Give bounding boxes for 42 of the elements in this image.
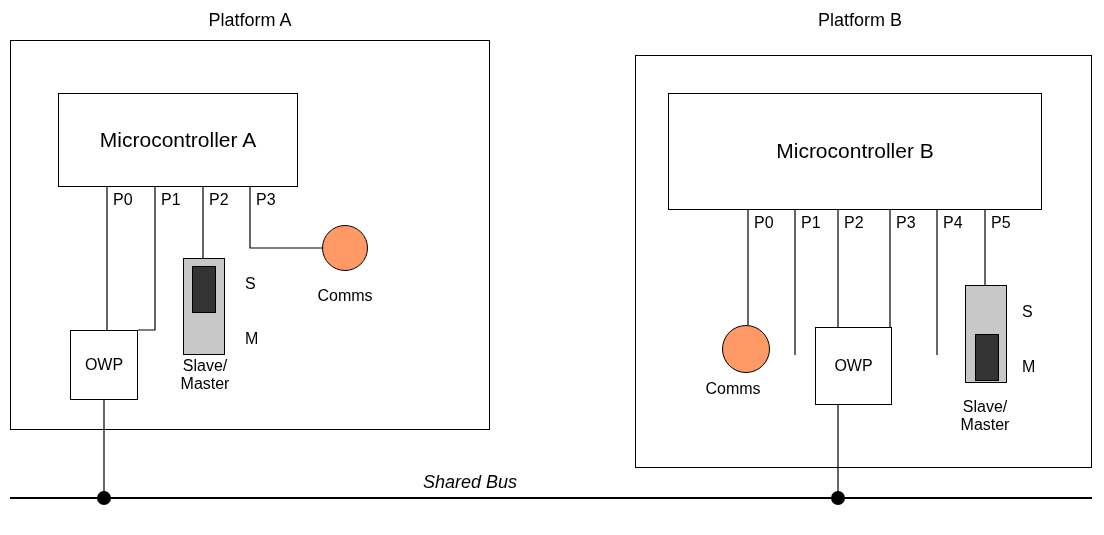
platform-title: Platform B — [818, 10, 902, 31]
owp-box: OWP — [815, 327, 892, 405]
wire — [889, 209, 891, 328]
wire — [794, 209, 796, 356]
switch-caption: Slave/ Master — [959, 398, 1011, 435]
comms-label: Comms — [317, 287, 373, 306]
port-label: P1 — [801, 214, 821, 233]
wire — [837, 209, 839, 328]
port-label: P0 — [113, 191, 133, 210]
bus-tap-line — [831, 404, 845, 505]
port-label: P3 — [256, 191, 276, 210]
microcontroller-box: Microcontroller A — [58, 93, 298, 187]
switch-position-label: S — [245, 275, 256, 294]
switch-position-label: S — [1022, 303, 1033, 322]
wire — [249, 186, 323, 249]
comms-circle — [722, 325, 770, 373]
port-label: P5 — [991, 214, 1011, 233]
wire — [137, 186, 156, 331]
port-label: P2 — [844, 214, 864, 233]
wire — [106, 186, 108, 331]
switch-position-label: M — [1022, 358, 1036, 377]
port-label: P0 — [754, 214, 774, 233]
wire — [984, 209, 986, 286]
comms-label: Comms — [705, 380, 761, 399]
switch-position-label: M — [245, 330, 259, 349]
platform-title: Platform A — [208, 10, 292, 31]
port-label: P2 — [209, 191, 229, 210]
slide-switch — [183, 258, 225, 355]
bus-tap-line — [97, 399, 111, 505]
bus-label: Shared Bus — [422, 472, 518, 493]
port-label: P4 — [943, 214, 963, 233]
port-label: P1 — [161, 191, 181, 210]
port-label: P3 — [896, 214, 916, 233]
comms-circle — [322, 225, 368, 271]
microcontroller-box: Microcontroller B — [668, 93, 1042, 210]
shared-bus-line — [10, 497, 1092, 499]
wire — [202, 186, 204, 259]
wire — [747, 209, 749, 326]
slide-switch — [965, 285, 1007, 383]
owp-box: OWP — [70, 330, 138, 400]
wire — [936, 209, 938, 356]
switch-caption: Slave/ Master — [179, 357, 231, 394]
